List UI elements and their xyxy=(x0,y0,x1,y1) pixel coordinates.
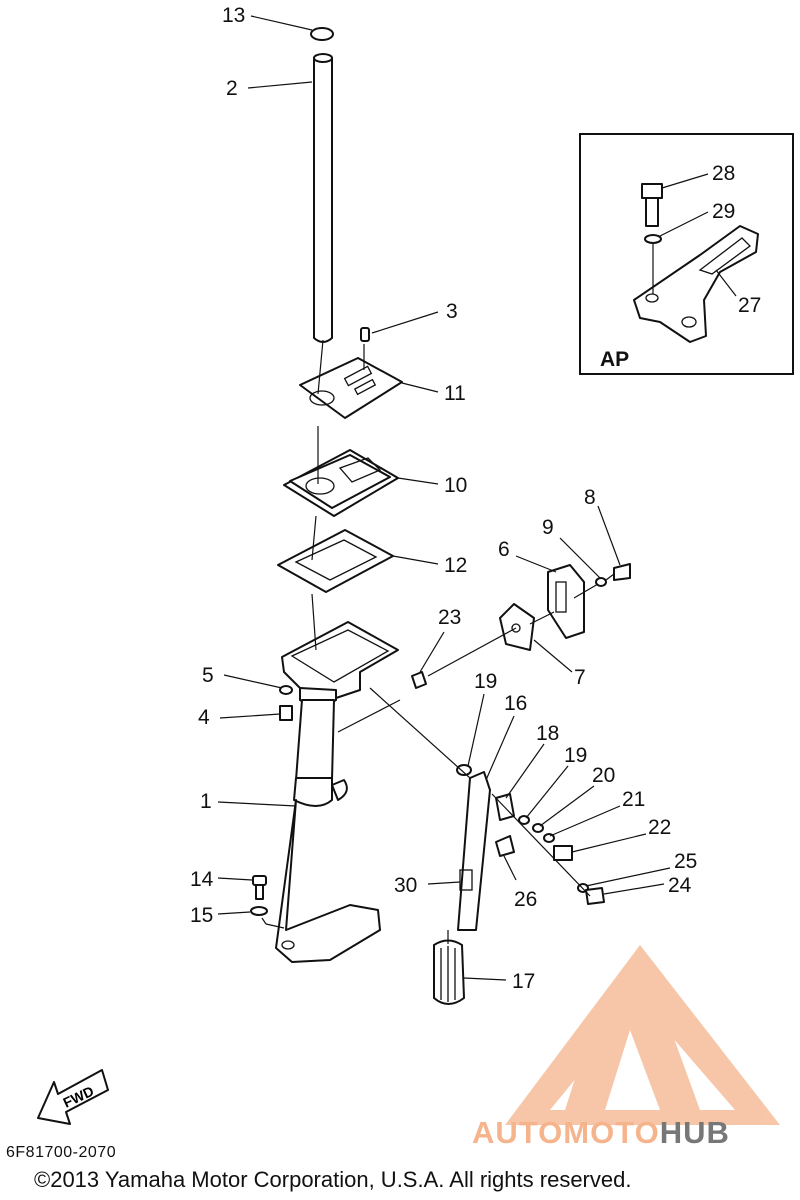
part-17-grip xyxy=(433,939,465,1005)
fwd-arrow: FWD xyxy=(37,1069,109,1125)
callout-27: 27 xyxy=(738,294,761,317)
callout-18: 18 xyxy=(536,722,559,745)
part-1-upper-casing xyxy=(275,621,399,963)
callout-25: 25 xyxy=(674,850,697,873)
callout-6: 6 xyxy=(498,538,510,561)
callout-21: 21 xyxy=(622,788,645,811)
inset-label: AP xyxy=(600,348,629,371)
part-19-washer-a xyxy=(456,764,472,776)
callout-9: 9 xyxy=(542,516,554,539)
part-26-nut xyxy=(495,835,515,857)
part-9-washer xyxy=(595,577,607,587)
callout-8: 8 xyxy=(584,486,596,509)
callout-5: 5 xyxy=(202,664,214,687)
callout-19-a: 19 xyxy=(474,670,497,693)
callout-23: 23 xyxy=(438,606,461,629)
part-15-washer xyxy=(250,906,268,916)
callout-20: 20 xyxy=(592,764,615,787)
callout-19-b: 19 xyxy=(564,744,587,767)
inset-ap-box: AP xyxy=(579,133,794,375)
callout-14: 14 xyxy=(190,868,214,891)
part-6-bracket xyxy=(547,564,585,639)
part-8-bolt xyxy=(613,563,631,581)
callout-15: 15 xyxy=(190,904,213,927)
callout-1: 1 xyxy=(200,790,212,813)
part-12-gasket xyxy=(277,529,394,593)
callout-24: 24 xyxy=(668,874,692,897)
watermark-part1: AUTO xyxy=(472,1115,564,1150)
part-code: 6F81700-2070 xyxy=(6,1144,117,1161)
callout-11: 11 xyxy=(444,382,466,405)
part-16-lever xyxy=(457,771,491,931)
callout-22: 22 xyxy=(648,816,671,839)
part-7-plate xyxy=(499,603,535,651)
part-13-cap xyxy=(310,27,334,41)
watermark-text: AUTOMOTOHUB xyxy=(472,1115,730,1151)
callout-numbers: 13 2 3 11 10 12 8 9 6 7 23 5 4 19 16 18 … xyxy=(190,4,761,993)
part-29-washer xyxy=(644,234,662,244)
callout-4: 4 xyxy=(198,706,210,729)
callout-17: 17 xyxy=(512,970,535,993)
watermark-logo xyxy=(505,945,780,1125)
part-10-plate xyxy=(283,449,399,517)
part-2-drive-shaft xyxy=(313,53,333,343)
part-23-screw xyxy=(411,671,427,689)
watermark-part3: HUB xyxy=(659,1115,730,1150)
callout-13: 13 xyxy=(222,4,245,27)
part-14-bolt xyxy=(252,875,267,900)
callout-16: 16 xyxy=(504,692,527,715)
callout-2: 2 xyxy=(226,77,238,100)
callout-28: 28 xyxy=(712,162,735,185)
callout-26: 26 xyxy=(514,888,537,911)
part-11-gasket xyxy=(299,357,403,419)
part-5-nut xyxy=(279,685,293,695)
callout-12: 12 xyxy=(444,554,467,577)
part-22-bolt xyxy=(553,845,573,861)
part-27-bracket xyxy=(633,225,759,343)
assembly-lines xyxy=(261,339,615,944)
part-28-bolt xyxy=(641,183,663,227)
callout-3: 3 xyxy=(446,300,458,323)
copyright-notice: ©2013 Yamaha Motor Corporation, U.S.A. A… xyxy=(34,1167,632,1192)
callout-30: 30 xyxy=(394,874,417,897)
leader-lines xyxy=(217,15,737,981)
part-4-bolt xyxy=(279,705,293,721)
watermark-part2: MOTO xyxy=(563,1115,660,1150)
callout-7: 7 xyxy=(574,666,586,689)
part-3-dowel-pin xyxy=(360,327,370,342)
callout-10: 10 xyxy=(444,474,467,497)
callout-29: 29 xyxy=(712,200,735,223)
part-24-bolt xyxy=(585,887,605,905)
